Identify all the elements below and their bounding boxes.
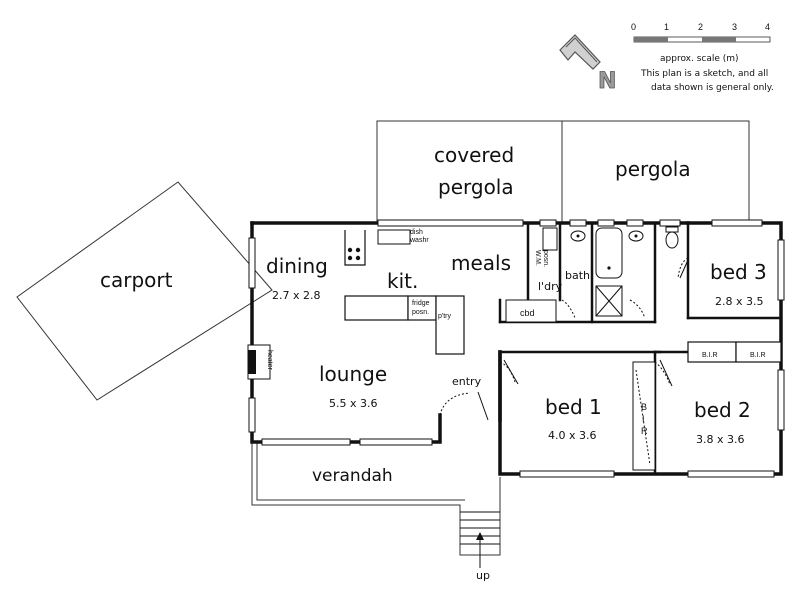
bath-label: bath xyxy=(565,269,590,282)
bed1-robe xyxy=(632,361,656,471)
scale-bar: 0 1 2 3 4 approx. scale (m) This plan is… xyxy=(631,22,774,93)
north-arrow-icon: N xyxy=(559,34,617,94)
scale-tick-3: 3 xyxy=(732,22,737,32)
entry-label: entry xyxy=(452,375,482,388)
laundry-tub-icon xyxy=(542,227,558,251)
carport-label: carport xyxy=(100,268,173,292)
kitchen-label: kit. xyxy=(387,269,418,293)
verandah-outline xyxy=(251,442,501,556)
pergola-outline xyxy=(561,120,750,224)
bed3-dimensions: 2.8 x 3.5 xyxy=(715,295,764,308)
pergola-label: pergola xyxy=(615,157,691,181)
basin-icon xyxy=(628,230,644,242)
verandah-label: verandah xyxy=(312,466,393,486)
cooktop-icon xyxy=(347,247,361,261)
dishwasher-label-1: dish xyxy=(410,229,423,236)
cupboard-label: cbd xyxy=(520,308,535,318)
covered-pergola-outline xyxy=(376,120,563,224)
pantry-label: p'try xyxy=(438,313,452,320)
scale-label: approx. scale (m) xyxy=(660,54,739,64)
lounge-dimensions: 5.5 x 3.6 xyxy=(329,397,378,410)
scale-tick-4: 4 xyxy=(765,22,770,32)
dining-dimensions: 2.7 x 2.8 xyxy=(272,289,321,302)
bed2-label: bed 2 xyxy=(694,398,751,422)
interior-walls xyxy=(498,221,783,476)
bed3-label: bed 3 xyxy=(710,260,767,284)
shower-icon xyxy=(595,285,623,317)
disclaimer-line-2: data shown is general only. xyxy=(651,83,774,93)
bed1-robe-b: B xyxy=(641,402,647,412)
bed1-robe-r: R xyxy=(641,426,648,436)
kitchen-bench xyxy=(344,229,465,355)
bed1-dimensions: 4.0 x 3.6 xyxy=(548,429,597,442)
bed1-label: bed 1 xyxy=(545,395,602,419)
meals-label: meals xyxy=(451,251,511,275)
scale-tick-0: 0 xyxy=(631,22,636,32)
scale-tick-2: 2 xyxy=(698,22,703,32)
bathtub-icon xyxy=(595,227,623,279)
lounge-label: lounge xyxy=(319,362,387,386)
covered-pergola-label-2: pergola xyxy=(438,175,514,199)
bed3-robes xyxy=(687,341,782,363)
bed2-dimensions: 3.8 x 3.6 xyxy=(696,433,745,446)
dishwasher-label-2: washr xyxy=(409,237,429,244)
toilet-icon xyxy=(665,226,679,249)
bed3-robe-right: B.I.R xyxy=(750,352,766,359)
laundry-label: l'dry xyxy=(538,280,563,293)
washer-label-1: W.M. xyxy=(534,250,541,266)
fridge-label-2: posn. xyxy=(412,309,429,316)
dining-label: dining xyxy=(266,254,328,278)
stairs xyxy=(460,511,500,568)
north-letter: N xyxy=(598,69,616,94)
stairs-up-label: up xyxy=(476,569,490,582)
windows xyxy=(248,219,785,478)
heater-label: heater xyxy=(266,350,273,371)
bed3-robe-left: B.I.R xyxy=(702,352,718,359)
fridge-label-1: fridge xyxy=(412,300,430,307)
covered-pergola-label-1: covered xyxy=(434,143,514,167)
doors xyxy=(439,257,689,421)
vanity-icon xyxy=(570,230,586,242)
washer-label-2: posn. xyxy=(542,250,549,267)
scale-tick-1: 1 xyxy=(664,22,669,32)
carport-outline xyxy=(16,181,273,401)
bed1-robe-i: I xyxy=(642,414,645,424)
disclaimer-line-1: This plan is a sketch, and all xyxy=(640,69,768,79)
